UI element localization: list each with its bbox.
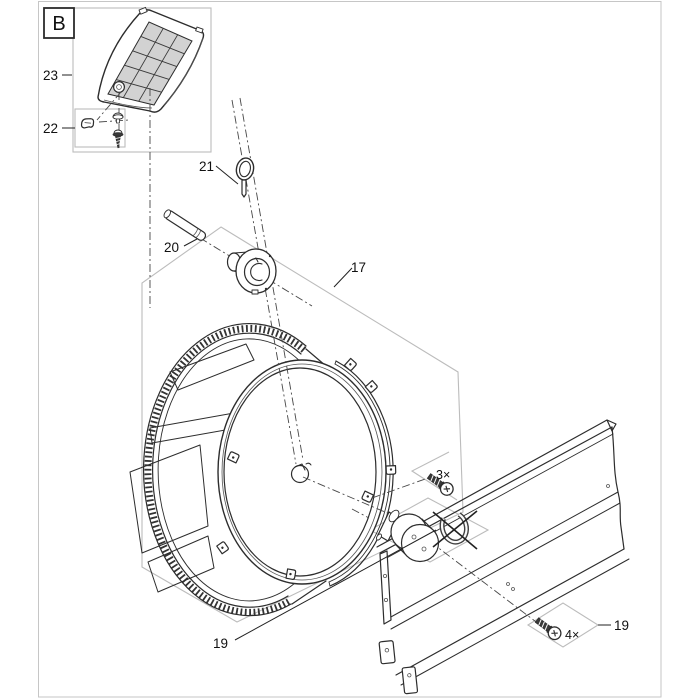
cone-plug-axis [351, 508, 370, 519]
bearing-hub [226, 248, 277, 295]
quantity-3x: 3× [436, 468, 450, 482]
axis-line-1 [231, 99, 297, 465]
circlip-crossed-out [432, 510, 478, 550]
callout-23: 23 [43, 68, 58, 83]
panel-bottom-flange [400, 558, 630, 686]
keyhole-notch [294, 462, 312, 471]
callout-21: 21 [199, 159, 214, 174]
leader-17 [333, 267, 353, 288]
band-ends [328, 360, 337, 587]
callout-17: 17 [351, 260, 366, 275]
panel-strip-hole-2 [383, 598, 388, 603]
hub-keyway-ring [250, 262, 263, 282]
panel-step-lower [390, 502, 621, 630]
panel-right-edge [611, 426, 625, 550]
callout-19-right: 19 [614, 618, 629, 633]
callout-19-left: 19 [213, 636, 228, 651]
cross-out-lines [432, 510, 478, 550]
detail-box-part23 [72, 7, 212, 153]
drum-rim-clips [216, 357, 397, 580]
leader-21 [215, 165, 239, 185]
view-label-box: B [43, 7, 75, 39]
panel-face-hole-1 [606, 484, 610, 488]
gear-root-edge [152, 332, 302, 608]
panel-step-upper [388, 491, 619, 619]
drum-assembly-17 [129, 323, 397, 617]
cage-window-bottom [147, 535, 215, 593]
region-17-outline [141, 226, 464, 623]
ring-pin-21 [235, 157, 255, 198]
band-inner-arc [328, 363, 391, 583]
construction-outlines [72, 7, 600, 648]
band-outer-arc [329, 360, 394, 587]
mesh-lid-tab-top [138, 6, 148, 15]
drum-seal-band [328, 360, 394, 587]
panel-strip-hole-1 [382, 574, 387, 579]
ring-pin-shaft [241, 179, 247, 198]
panel-face-hole-2 [506, 582, 510, 586]
hub-keyway-notch [250, 257, 259, 263]
gear-outer-edge [142, 323, 307, 617]
cage-window-top [169, 343, 255, 391]
mesh-lid-tab-right [195, 26, 204, 34]
panel-foot-bracket-2 [401, 666, 419, 695]
roller-wheel [390, 513, 440, 563]
quantity-4x: 4× [565, 628, 579, 642]
drum-center-keyhole [290, 462, 312, 484]
drum-front-ring-inner-line [221, 363, 383, 581]
mesh-grid-lines [116, 28, 185, 102]
clip-22 [80, 118, 95, 129]
mesh-frame-thickness-lines [103, 37, 204, 109]
view-label: B [52, 13, 65, 35]
hub-bore [243, 257, 271, 287]
screw3x-axis [371, 477, 429, 499]
clip22-horizontal-axis [98, 119, 130, 123]
callout-22: 22 [43, 121, 58, 136]
panel-left-strip [379, 550, 392, 625]
drum-cage-interior [129, 343, 294, 593]
lid-screw [112, 129, 124, 149]
panel-face-hole-3 [511, 587, 515, 591]
mesh-grid-area [107, 21, 193, 106]
panel-top-cap [606, 419, 617, 432]
screw-4x [534, 617, 562, 641]
page-frame [38, 1, 662, 698]
cage-cross-bar [149, 402, 294, 444]
keyhole-circle [290, 464, 310, 484]
hub-bottom-tab [251, 289, 259, 295]
gear-teeth [144, 324, 307, 616]
clip22-diagonal-axis [96, 91, 122, 121]
wall-panel [376, 419, 630, 695]
cage-window-mid [129, 444, 209, 554]
axle-pin-20 [163, 209, 207, 241]
gear-inner-rim [157, 338, 309, 602]
callout-20: 20 [164, 240, 179, 255]
lid-cap-fastener [112, 112, 124, 124]
drum-gear-ring [142, 323, 309, 617]
leader-20 [183, 238, 198, 247]
leader-19-left [234, 529, 437, 641]
roller-axis-to-screws [302, 476, 553, 635]
mesh-lid-23 [97, 6, 205, 113]
mesh-lid-screw-hole [112, 80, 125, 93]
panel-bottom-edge [395, 548, 625, 676]
callouts: B 23 22 21 20 17 19 19 3× 4× [43, 7, 629, 651]
mesh-lid-screw-hole-inner [116, 84, 122, 90]
panel-foot-bracket-1 [378, 640, 396, 665]
screw-3x [426, 473, 454, 496]
